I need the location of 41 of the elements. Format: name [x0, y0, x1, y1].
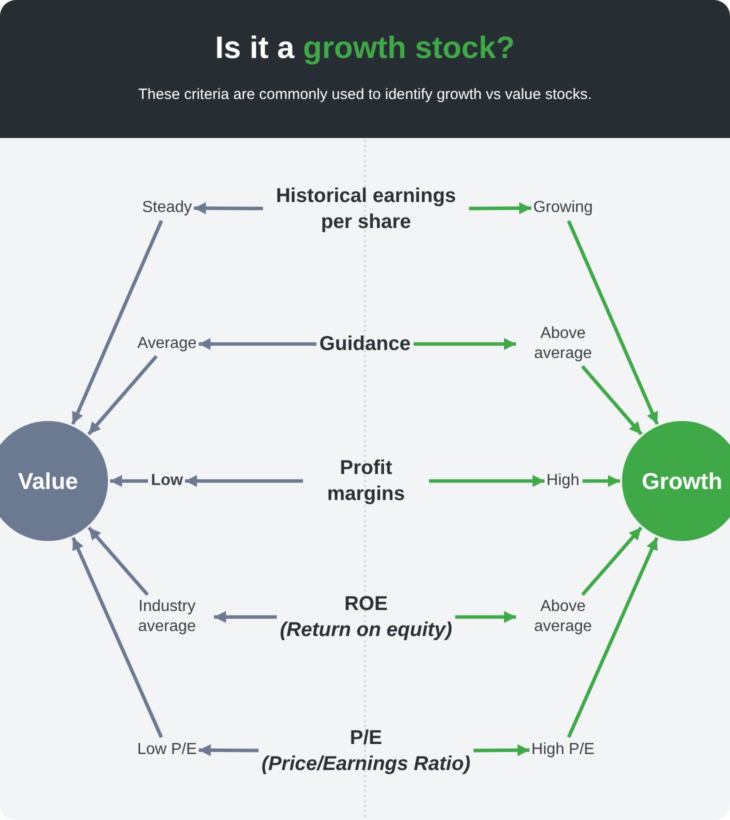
arrow [414, 338, 516, 350]
subtitle: These criteria are commonly used to identify growth vs value stocks. [137, 86, 593, 103]
criterion-label: Guidance [319, 332, 411, 357]
arrow [566, 220, 659, 425]
outcome-label: Average [137, 334, 197, 354]
arrow [214, 611, 277, 623]
arrow [87, 355, 158, 436]
arrow [198, 744, 259, 756]
arrow [581, 526, 642, 596]
circle-label: Growth [642, 468, 722, 494]
arrow [198, 338, 316, 350]
arrow [581, 365, 643, 436]
outcome-label: Low [151, 471, 183, 491]
outcome-label: Above average [533, 597, 593, 637]
arrow [473, 744, 530, 756]
criterion-label: ROE [343, 592, 389, 617]
circle-label: Value [18, 468, 78, 494]
criterion-label: P/E [348, 726, 384, 751]
arrow [185, 475, 303, 487]
criterion-subtitle: (Return on equity) [280, 618, 452, 643]
outcome-label: Above average [533, 324, 593, 364]
arrow [71, 220, 164, 425]
arrow [469, 202, 532, 214]
criterion-label: Historical earnings per share [274, 184, 458, 235]
outcome-label: Steady [142, 198, 192, 218]
arrow [88, 526, 149, 596]
arrow [582, 475, 620, 487]
outcome-label: Growing [533, 198, 593, 218]
arrow [567, 537, 659, 738]
outcome-label: High [546, 471, 580, 491]
arrow [429, 475, 545, 487]
outcome-label: Industry average [137, 597, 197, 637]
criterion-label: Profit margins [326, 456, 406, 507]
arrow [71, 537, 163, 738]
arrow [110, 475, 148, 487]
title: Is it a growth stock? [214, 30, 516, 66]
outcome-label: High P/E [531, 740, 595, 760]
arrow [194, 202, 263, 214]
outcome-label: Low P/E [137, 740, 197, 760]
arrow [455, 611, 516, 623]
criterion-subtitle: (Price/Earnings Ratio) [262, 752, 470, 777]
